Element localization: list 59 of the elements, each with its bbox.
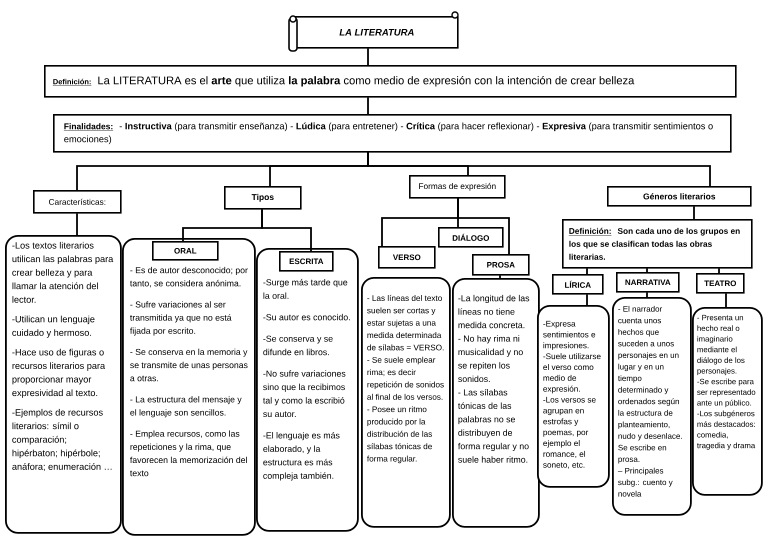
text-box [562,219,753,269]
rounded-box [361,277,451,528]
text-box [53,114,732,153]
connector-line [457,198,510,254]
paragraph: - Las sílabas tónicas de las palabras no se distribuyen de forma regular y no suele haber ritmo. [458,388,529,463]
rounded-box [612,297,692,516]
connector-line [76,214,78,235]
paragraph: -Expresa sentimientos e impresiones. [543,320,596,350]
label-box: Características: [33,190,122,214]
paragraph: -Los textos literarios utilican las palabras para crear belleza y para llamar la atención del lector. [12,242,114,303]
paragraph: - Sufre variaciones al ser transmitida ya que no está fijada por escrito. [130,301,232,336]
node-label: - Instructiva (para transmitir enseñanza) - Lúdica (para entretener) - Crítica (para hacer reflexionar) - Expresiva (para transmitir sentimientos o [120,122,713,132]
node-label: Finalidades: [64,123,112,130]
rounded-box [122,238,256,536]
paragraph: -Se conserva y se difunde en libros. [263,336,333,356]
label-box: Formas de expresión [409,175,506,199]
connector-line [367,98,369,114]
text-box [44,65,737,98]
rounded-box [692,307,763,496]
paragraph: -La longitud de las líneas no tiene medida concreta. [458,294,530,328]
connector-line [646,292,648,297]
paragraph: -Suele utilizarse el verso como medio de expresión. [543,353,601,394]
rounded-box [537,305,610,488]
connector-line [586,268,588,274]
scroll-banner: LA LITERATURA [288,11,459,52]
paragraph: - Se suele emplear rima; es decir repetición de sonidos al final de los versos. [367,356,444,400]
paragraph: -Utilican un lenguaje cuidado y hermoso. [12,316,95,338]
connector-line [499,276,501,278]
paragraph: - La estructura del mensaje y el lenguaje son sencillos. [130,396,242,418]
paragraph: La LITERATURA es el arte que utiliza la palabra como medio de expresión con la intención de crear belleza [98,76,634,87]
connector-line [367,48,369,65]
connector-line [367,152,711,186]
label-box: Géneros literarios [607,186,752,207]
paragraph: -Su autor es conocido. [263,314,350,320]
paragraph: -Los versos se agrupan en estrofas y poemas, por ejemplo el romance, el soneto, etc. [543,396,596,469]
paragraph: - Se conserva en la memoria y se transmite de unas personas a otras. [130,348,248,382]
connector-line [725,294,727,307]
node-label: emociones) [64,135,112,144]
connector-line [646,268,648,272]
connector-line [718,268,720,273]
rounded-box [5,234,122,534]
rounded-box [256,248,359,532]
connector-line [693,206,695,219]
paragraph: - Las líneas del texto suelen ser cortas y estar sujetas a una medida determinada de sílabas = VERSO. [367,294,444,350]
paragraph: -No sufre variaciones sino que la recibimos tal y como la escribió su autor. [263,370,346,418]
label-box: Tipos [224,186,302,210]
paragraph: - Posee un ritmo producido por la distribución de las sílabas tónicas de forma regular. [367,406,432,464]
paragraph: -Surge más tarde que la oral. [263,278,348,299]
paragraph: Definición: Son cada uno de los grupos en los que se clasifican todas las obras literarias. [568,228,740,260]
paragraph: -El lenguaje es más elaborado, y la estructura es más compleja también. [263,432,340,481]
paragraph: - No hay rima ni musicalidad y no se repiten los sonidos. [458,335,523,382]
paragraph: -Hace uso de figuras o recursos literarios para proporcionar mayor expresividad al texto. [12,348,106,398]
paragraph: -Ejemplos de recursos literarios: símil o comparación; hipérbaton; hipérbole; anáfora; enumeración … [12,408,112,471]
connector-line [261,210,312,251]
paragraph: - Emplea recursos, como las repeticiones y la rima, que favorecen la memorización del texto [130,430,247,476]
paragraph: - Es de autor desconocido; por tanto, se considera anónima. [130,266,248,288]
rounded-box [452,278,540,528]
paragraph: Finalidades: - Instructiva (para transmitir enseñanza) - Lúdica (para entretener) - Crítica (para hacer reflexionar) - Expresiva (para transmitir sentimientos o emociones) [64,122,713,144]
connector-line [586,294,588,305]
